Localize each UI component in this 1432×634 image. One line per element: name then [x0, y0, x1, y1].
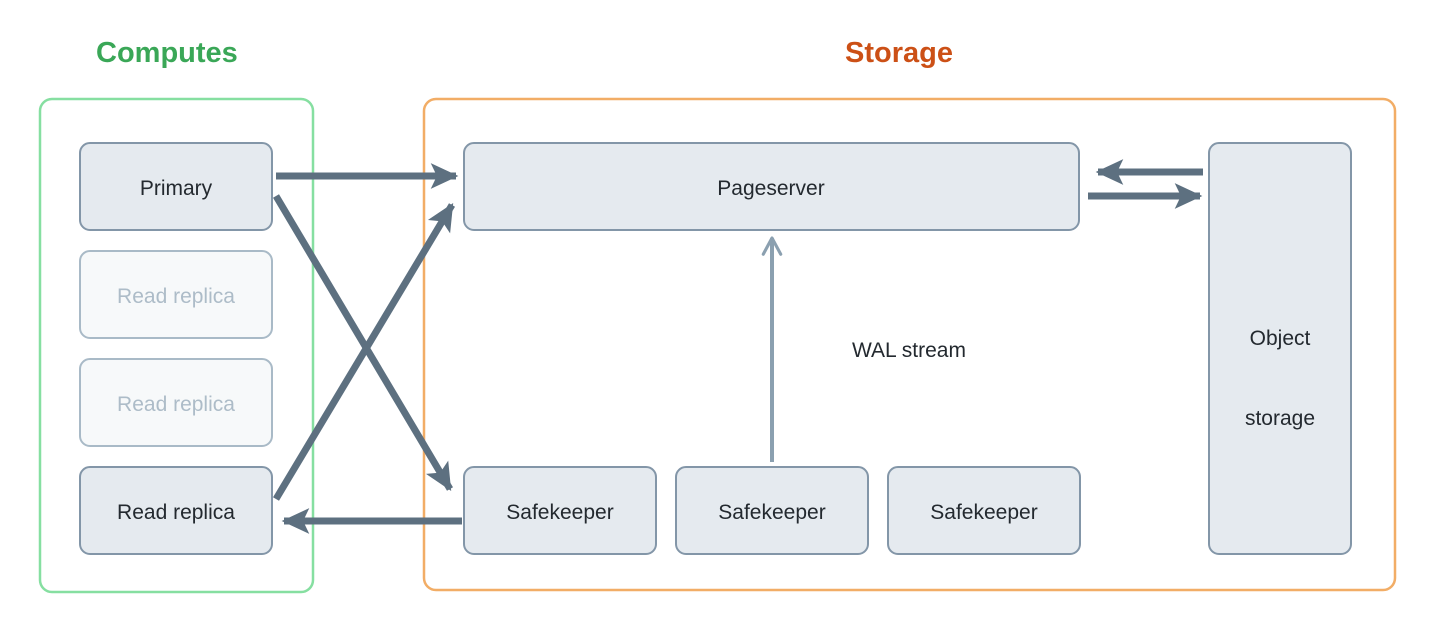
group-computes-border [38, 97, 315, 594]
node-safekeeper-3[interactable]: Safekeeper [887, 466, 1081, 555]
node-primary-label: Primary [140, 177, 213, 200]
node-read-replica-3[interactable]: Read replica [79, 466, 273, 555]
node-read-replica-2-box[interactable] [79, 358, 273, 447]
node-read-replica-2-label: Read replica [117, 393, 235, 416]
group-computes-title: Computes [96, 37, 238, 69]
node-pageserver-box[interactable] [463, 142, 1080, 231]
node-pageserver-label: Pageserver [717, 177, 824, 200]
node-safekeeper-3-box[interactable] [887, 466, 1081, 555]
node-safekeeper-1-label: Safekeeper [506, 501, 613, 524]
edge-label-wal-stream: WAL stream [852, 339, 966, 362]
group-storage-title: Storage [845, 37, 953, 69]
node-safekeeper-2-label: Safekeeper [718, 501, 825, 524]
group-storage: Storage [422, 37, 1397, 592]
node-read-replica-1-box[interactable] [79, 250, 273, 339]
node-object-storage-label-line-1: Object [1250, 327, 1311, 350]
node-safekeeper-1[interactable]: Safekeeper [463, 466, 657, 555]
node-object-storage-label-line-2: storage [1245, 407, 1315, 430]
node-primary[interactable]: Primary [79, 142, 273, 231]
node-read-replica-3-box[interactable] [79, 466, 273, 555]
group-computes: Computes [38, 37, 315, 594]
node-object-storage[interactable]: Object storage [1208, 142, 1352, 555]
group-storage-border [422, 97, 1397, 592]
node-read-replica-3-label: Read replica [117, 501, 235, 524]
node-read-replica-1[interactable]: Read replica [79, 250, 273, 339]
node-safekeeper-1-box[interactable] [463, 466, 657, 555]
edge-primary-to-safekeeper [272, 194, 454, 492]
node-safekeeper-3-label: Safekeeper [930, 501, 1037, 524]
node-read-replica-1-label: Read replica [117, 285, 235, 308]
node-safekeeper-2-box[interactable] [675, 466, 869, 555]
node-object-storage-box[interactable] [1208, 142, 1352, 555]
node-pageserver[interactable]: Pageserver [463, 142, 1080, 231]
edges-layer: WAL stream [272, 159, 1203, 534]
node-safekeeper-2[interactable]: Safekeeper [675, 466, 869, 555]
nodes-layer: Primary Read replica Read replica Read r… [79, 142, 1352, 555]
node-read-replica-2[interactable]: Read replica [79, 358, 273, 447]
node-primary-box[interactable] [79, 142, 273, 231]
edge-replica-to-pageserver [272, 202, 456, 501]
